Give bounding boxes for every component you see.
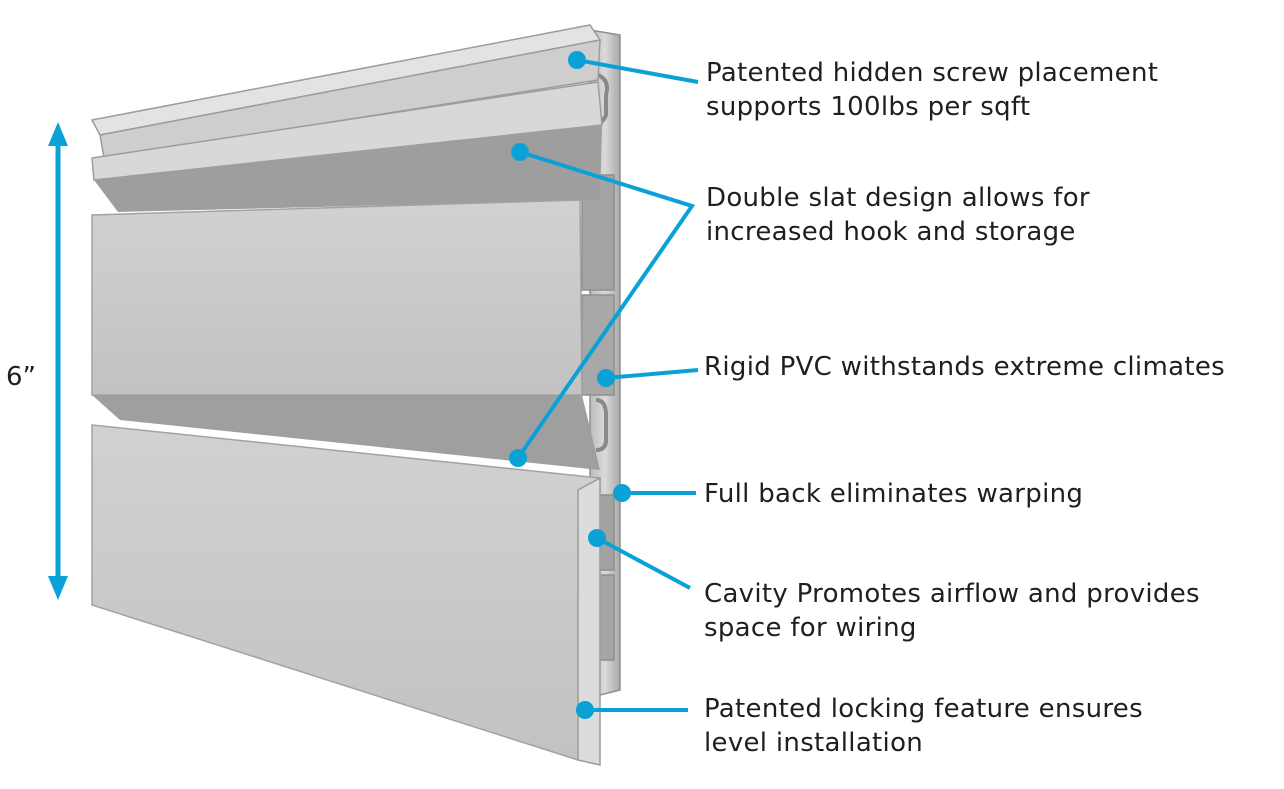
- callout-double-slat: Double slat design allows for increased …: [706, 181, 1090, 249]
- callout-line: Full back eliminates warping: [704, 479, 1084, 509]
- callout-line: increased hook and storage: [706, 217, 1076, 247]
- dot-double-slat-bottom: [509, 449, 527, 467]
- callout-line: Double slat design allows for: [706, 183, 1090, 213]
- callout-locking: Patented locking feature ensures level i…: [704, 692, 1143, 760]
- callout-line: Cavity Promotes airflow and provides: [704, 579, 1200, 609]
- callout-hidden-screw: Patented hidden screw placement supports…: [706, 56, 1158, 124]
- callout-line: Patented hidden screw placement: [706, 58, 1159, 88]
- callout-rigid-pvc: Rigid PVC withstands extreme climates: [704, 350, 1225, 384]
- dot-double-slat-top: [511, 143, 529, 161]
- callout-line: supports 100lbs per sqft: [706, 92, 1031, 122]
- upper-groove: [94, 125, 602, 212]
- callout-line: Rigid PVC withstands extreme climates: [704, 352, 1225, 382]
- dot-rigid-pvc: [597, 369, 615, 387]
- dot-hidden-screw: [568, 51, 586, 69]
- height-dimension-label: 6”: [6, 362, 37, 392]
- lower-slat-face: [91, 424, 601, 762]
- upper-slat-face: [91, 199, 583, 396]
- height-dimension-arrow: [48, 122, 68, 600]
- callout-line: level installation: [704, 728, 924, 758]
- middle-groove: [92, 395, 600, 470]
- callout-cavity: Cavity Promotes airflow and provides spa…: [704, 577, 1200, 645]
- dot-locking: [576, 701, 594, 719]
- dot-full-back: [613, 484, 631, 502]
- panel-top-rail: [90, 24, 603, 181]
- callout-full-back: Full back eliminates warping: [704, 477, 1083, 511]
- callout-leaders: [516, 58, 699, 712]
- dot-cavity: [588, 529, 606, 547]
- callout-dots: [509, 51, 631, 719]
- callout-line: Patented locking feature ensures: [704, 694, 1143, 724]
- lower-slat-lip: [577, 476, 601, 766]
- callout-line: space for wiring: [704, 613, 917, 643]
